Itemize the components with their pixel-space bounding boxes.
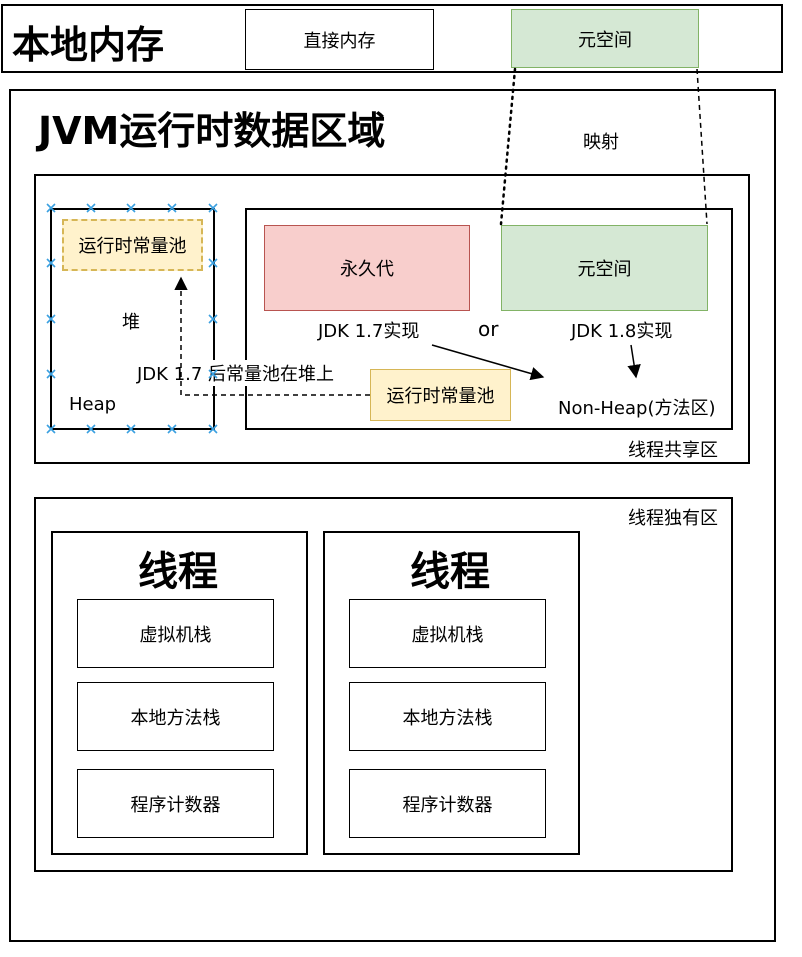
heap-label-en: Heap	[69, 394, 117, 415]
pc-register-box-2: 程序计数器	[349, 769, 546, 838]
shared-metaspace-box: 元空间	[501, 225, 708, 311]
method-constant-pool-box: 运行时常量池	[370, 369, 511, 421]
local-metaspace-label: 元空间	[578, 29, 632, 51]
vm-stack-box-1: 虚拟机栈	[77, 599, 274, 668]
vm-stack-label-1: 虚拟机栈	[139, 624, 212, 646]
permgen-label: 永久代	[340, 259, 394, 280]
mapping-label: 映射	[583, 132, 619, 153]
metaspace-version-label: JDK 1.8实现	[571, 321, 673, 342]
thread-shared-label: 线程共享区	[628, 440, 718, 461]
non-heap-label: Non-Heap(方法区)	[558, 398, 716, 419]
local-memory-title: 本地内存	[12, 23, 165, 67]
method-constant-pool-label: 运行时常量池	[386, 386, 495, 407]
direct-memory-box: 直接内存	[245, 9, 434, 70]
thread-private-label: 线程独有区	[628, 508, 718, 529]
heap-label-cn: 堆	[122, 312, 140, 333]
local-metaspace-box: 元空间	[511, 9, 699, 68]
native-stack-box-1: 本地方法栈	[77, 682, 274, 751]
thread-private-region	[34, 497, 733, 872]
pc-register-box-1: 程序计数器	[77, 769, 274, 838]
or-label: or	[478, 317, 499, 341]
thread-title-1: 线程	[138, 549, 218, 595]
permgen-version-label: JDK 1.7实现	[318, 321, 420, 342]
native-stack-label-2: 本地方法栈	[402, 707, 493, 729]
direct-memory-label: 直接内存	[303, 30, 376, 52]
vm-stack-box-2: 虚拟机栈	[349, 599, 546, 668]
thread-box-2	[323, 531, 580, 855]
pc-register-label-2: 程序计数器	[402, 794, 493, 816]
heap-constant-pool-box: 运行时常量池	[62, 219, 203, 271]
thread-box-1	[51, 531, 308, 855]
pc-register-label-1: 程序计数器	[130, 794, 221, 816]
thread-shared-region	[34, 174, 750, 464]
permgen-box: 永久代	[264, 225, 470, 311]
thread-title-2: 线程	[410, 549, 490, 595]
heap-constant-pool-label: 运行时常量池	[78, 236, 187, 257]
jvm-title: JVM运行时数据区域	[38, 109, 386, 153]
shared-metaspace-label: 元空间	[577, 259, 632, 280]
note-1-7-constant-pool: JDK 1.7 后常量池在堆上	[137, 360, 335, 386]
native-stack-label-1: 本地方法栈	[130, 707, 221, 729]
vm-stack-label-2: 虚拟机栈	[411, 624, 484, 646]
native-stack-box-2: 本地方法栈	[349, 682, 546, 751]
